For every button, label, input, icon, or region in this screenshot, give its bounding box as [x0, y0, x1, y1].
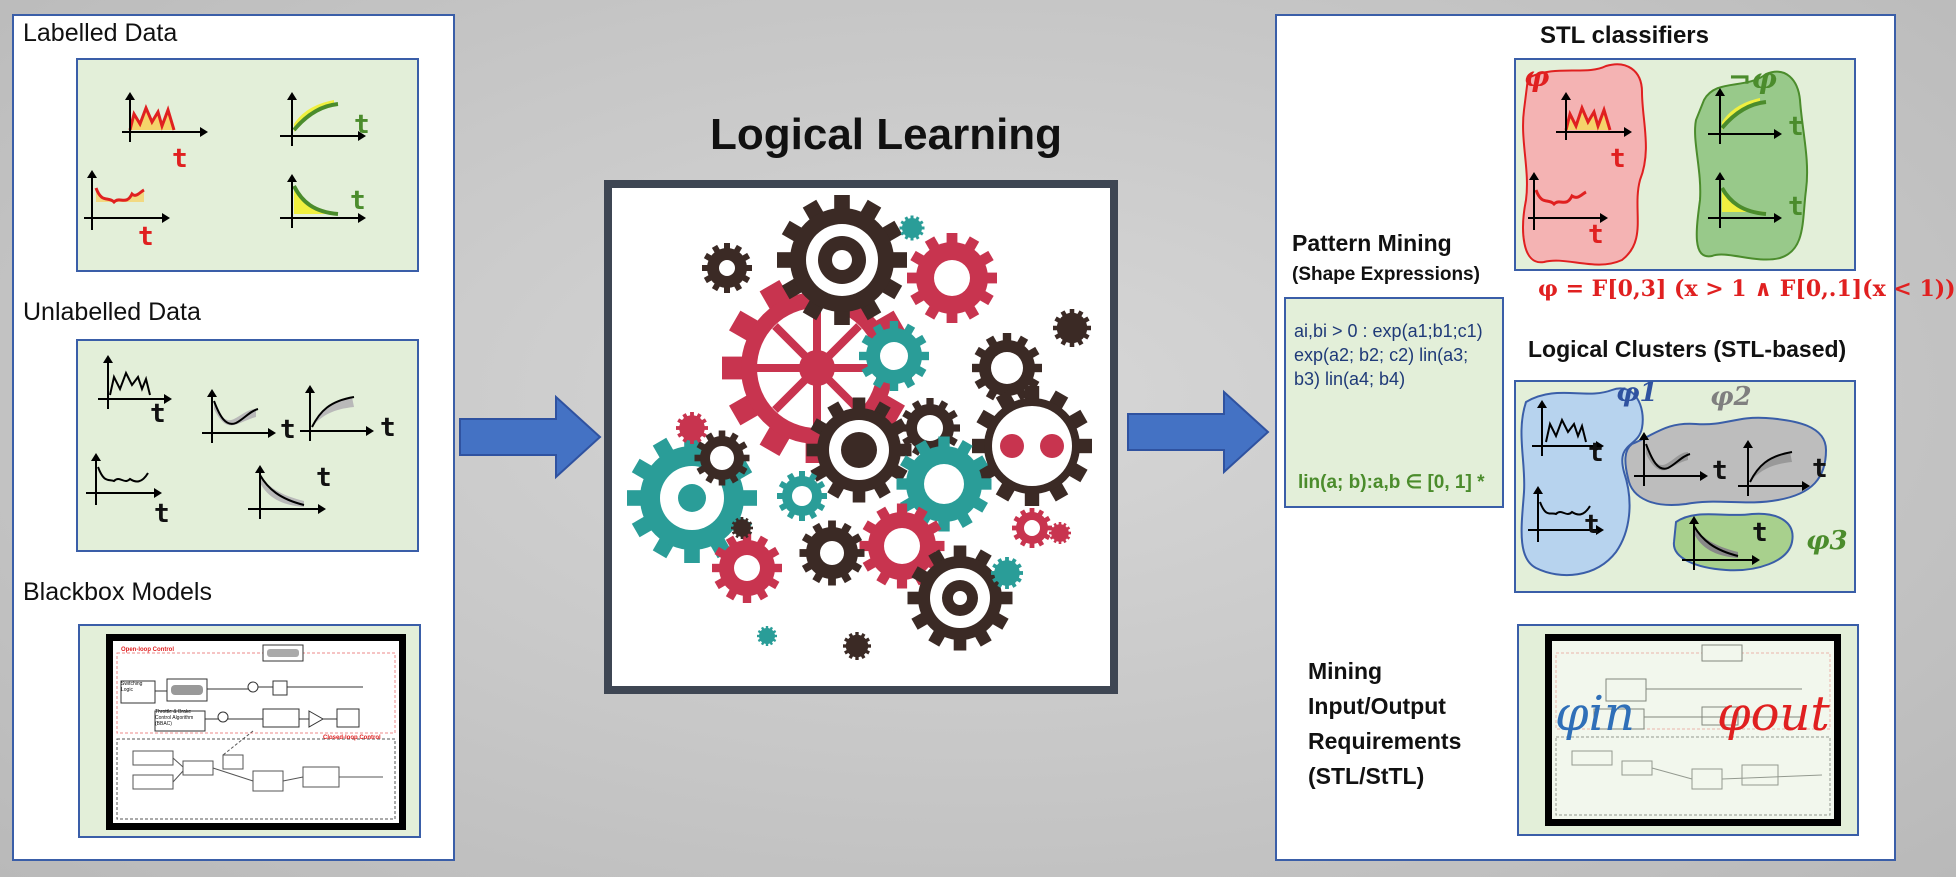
mining-title-line-3: Requirements — [1308, 728, 1462, 754]
pattern-mining-lin: lin(a; b):a,b ∈ [0, 1] * — [1298, 472, 1485, 493]
stl-classifiers-title: STL classifiers — [1540, 22, 1709, 49]
stl-classifier-blobs — [1522, 63, 1809, 266]
phi-out-label: φout — [1717, 686, 1830, 742]
stl-classifiers-box: φ ¬φ t t t t — [1514, 58, 1856, 271]
labelled-data-title: Labelled Data — [23, 19, 178, 47]
labelled-data-box: t t t t — [76, 58, 419, 272]
cluster-plot-5-t: t — [1752, 518, 1768, 548]
gears-panel — [604, 180, 1118, 694]
blackbox-models-title: Blackbox Models — [23, 578, 212, 606]
labelled-plot-4-t: t — [350, 186, 366, 216]
stl-plot-3-t: t — [1588, 220, 1604, 250]
unlabelled-plot-2-t: t — [280, 415, 296, 445]
mining-title-line-1: Mining — [1308, 658, 1383, 684]
blackbox-closed-loop-label: Closed-loop Control — [323, 735, 381, 741]
unlabelled-plot-3 — [300, 385, 374, 441]
blackbox-throttle-label: Throttle & Brake Control Algorithm (BBAC… — [155, 709, 194, 727]
gears-icon — [612, 188, 1110, 686]
unlabelled-data-box: t t t t t — [76, 339, 419, 552]
mining-requirements-box: φin φout — [1517, 624, 1859, 836]
phi3-label: φ3 — [1806, 526, 1848, 556]
labelled-plot-1 — [122, 92, 208, 142]
cluster-blobs — [1520, 387, 1828, 577]
unlabelled-plot-1 — [98, 355, 172, 409]
logical-learning-title: Logical Learning — [710, 110, 1063, 159]
stl-plot-2-t: t — [1788, 112, 1804, 142]
blackbox-diagram: Open-loop Control Switching Logic Thrott… — [106, 634, 406, 830]
pattern-mining-text: ai,bi > 0 : exp(a1;b1;c1) exp(a2; b2; c2… — [1294, 321, 1483, 389]
phi-label: φ — [1524, 60, 1550, 93]
blackbox-switching-label: Switching Logic — [121, 681, 143, 693]
stl-formula: φ = F[0,3] (x > 1 ∧ F[0,.1](x < 1)) — [1538, 276, 1956, 302]
requirements-schematic — [1555, 644, 1831, 816]
labelled-plot-3-t: t — [138, 222, 154, 252]
unlabelled-plot-5-t: t — [316, 463, 332, 493]
mining-requirements-title: Mining Input/Output Requirements (STL/St… — [1308, 654, 1461, 794]
unlabelled-plot-2 — [202, 389, 276, 443]
phi-in-label: φin — [1555, 686, 1635, 742]
mining-title-line-4: (STL/StTL) — [1308, 763, 1425, 789]
stl-plot-1-t: t — [1610, 144, 1626, 174]
blackbox-models-box: Open-loop Control Switching Logic Thrott… — [78, 624, 421, 838]
unlabelled-plot-5 — [248, 465, 326, 519]
labelled-plot-2-t: t — [354, 110, 370, 140]
unlabelled-plot-3-t: t — [380, 413, 396, 443]
cluster-plot-1-t: t — [1588, 438, 1604, 468]
logical-clusters-box: φ1 φ2 φ3 t t t t t — [1514, 378, 1856, 593]
pattern-mining-box: ai,bi > 0 : exp(a1;b1;c1) exp(a2; b2; c2… — [1284, 297, 1504, 508]
unlabelled-data-title: Unlabelled Data — [23, 298, 201, 326]
labelled-plot-4 — [280, 174, 366, 228]
stl-plot-4-t: t — [1788, 192, 1804, 222]
cluster-plot-3-t: t — [1712, 456, 1728, 486]
phi1-label: φ1 — [1616, 378, 1658, 408]
unlabelled-plot-1-t: t — [150, 399, 166, 429]
logical-clusters-title: Logical Clusters (STL-based) — [1528, 336, 1847, 362]
left-arrow-icon — [459, 394, 602, 480]
labelled-plot-2 — [280, 92, 366, 146]
requirements-frame — [1545, 634, 1841, 826]
cluster-plot-4-t: t — [1812, 454, 1828, 484]
unlabelled-plot-4-t: t — [154, 499, 170, 529]
phi2-label: φ2 — [1710, 382, 1752, 412]
right-arrow-icon — [1127, 389, 1270, 475]
blackbox-schematic — [116, 644, 396, 820]
labelled-plot-3 — [84, 170, 170, 230]
pattern-mining-title: Pattern Mining — [1292, 230, 1452, 256]
cluster-plot-2-t: t — [1584, 510, 1600, 540]
blackbox-open-loop-label: Open-loop Control — [121, 647, 174, 653]
pattern-mining-subtitle: (Shape Expressions) — [1292, 264, 1480, 285]
labelled-plot-1-t: t — [172, 144, 188, 174]
unlabelled-plot-4 — [86, 453, 162, 505]
mining-title-line-2: Input/Output — [1308, 693, 1446, 719]
not-phi-label: ¬φ — [1728, 62, 1777, 95]
